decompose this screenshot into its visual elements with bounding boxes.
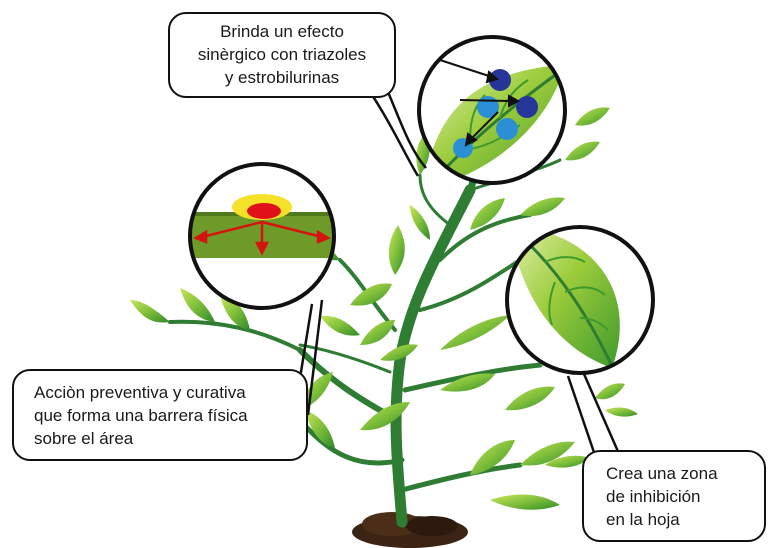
callout-inhibition-line-3: en la hoja — [606, 510, 680, 529]
callout-inhibition-line-2: de inhibición — [606, 487, 701, 506]
callout-inhibition-line-1: Crea una zona — [606, 464, 718, 483]
molecule-dark-1 — [489, 69, 511, 91]
fungicide-core — [247, 203, 281, 219]
callout-barrier-line-1: Acciòn preventiva y curativa — [34, 383, 246, 402]
callout-synergy-line-1: Brinda un efecto — [220, 22, 344, 41]
callout-synergy-line-3: y estrobilurinas — [224, 68, 340, 87]
inhibition-inset — [505, 225, 655, 375]
callout-synergy-line-2: sinèrgico con triazoles — [197, 45, 367, 64]
molecule-light-2 — [496, 118, 518, 140]
molecule-arrows — [439, 59, 521, 147]
callout-barrier-line-3: sobre el área — [34, 429, 134, 448]
callout-barrier: Acciòn preventiva y curativa que forma u… — [12, 369, 308, 461]
spread-arrows — [193, 220, 331, 256]
callout-synergy: Brinda un efecto sinèrgico con triazoles… — [168, 12, 396, 98]
callout-inhibition: Crea una zona de inhibición en la hoja — [582, 450, 766, 542]
molecule-dark-2 — [516, 96, 538, 118]
synergy-inset — [417, 35, 567, 185]
soil-mound — [352, 512, 468, 548]
barrier-inset — [188, 162, 336, 310]
callout-barrier-line-2: que forma una barrera física — [34, 406, 248, 425]
